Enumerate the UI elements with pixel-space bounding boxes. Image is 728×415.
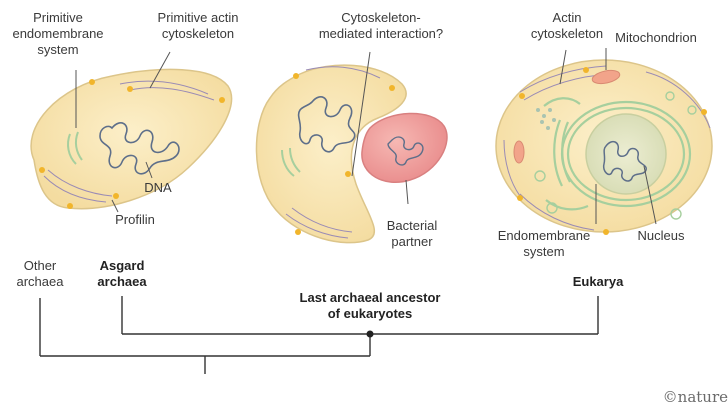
- label-mitochondrion: Mitochondrion: [615, 30, 697, 45]
- tree-label-asgard-archaea: Asgard archaea: [97, 258, 147, 289]
- label-nucleus: Nucleus: [637, 228, 685, 243]
- leader-profilin: [111, 199, 119, 213]
- mitochondrion-shape-2: [513, 140, 525, 164]
- asgard-actin-filaments: [43, 80, 215, 203]
- asgard-endomembrane: [67, 131, 83, 165]
- eukaryote-er-dots: [536, 108, 556, 130]
- leader-bacterial-partner: [405, 179, 409, 205]
- nucleus-shape: [585, 113, 667, 195]
- mitochondrion-shape: [591, 69, 621, 85]
- label-dna: DNA: [144, 180, 172, 195]
- laae-node: [366, 330, 374, 338]
- leader-dna: [145, 161, 153, 179]
- profilin-dots-ancestor: [293, 73, 395, 235]
- label-endomembrane-system: Endomembrane system: [497, 228, 591, 259]
- label-bacterial-partner: Bacterial partner: [386, 218, 438, 249]
- ancestor-cell-body: [255, 64, 407, 244]
- label-primitive-endomembrane: Primitive endomembrane system: [12, 10, 104, 57]
- partner-dna: [387, 136, 424, 166]
- profilin-dots-eukaryote: [517, 67, 707, 235]
- ancestor-endomembrane: [281, 147, 301, 177]
- eukaryote-vesicles: [534, 91, 697, 220]
- ancestor-cell: [255, 64, 448, 244]
- eukaryote-cell: [495, 59, 713, 235]
- tree-label-eukarya: Eukarya: [572, 274, 624, 289]
- label-profilin: Profilin: [115, 212, 155, 227]
- phylogeny-tree: [39, 296, 599, 374]
- eukaryote-dna: [602, 140, 647, 182]
- profilin-dots-asgard: [39, 79, 225, 209]
- leader-primitive-actin: [149, 51, 171, 89]
- asgard-dna: [99, 122, 180, 175]
- ancestor-dna: [297, 96, 356, 153]
- tree-label-other-archaea: Other archaea: [16, 258, 64, 289]
- nature-credit: ©nature: [662, 388, 728, 406]
- ancestor-actin-filaments: [285, 66, 381, 239]
- leader-cytoskeleton-interaction: [351, 51, 371, 177]
- asgard-cell: [30, 68, 233, 210]
- leader-actin-cytoskeleton: [559, 49, 567, 85]
- leader-nucleus: [643, 165, 657, 225]
- label-cytoskeleton-interaction: Cytoskeleton- mediated interaction?: [318, 10, 444, 41]
- label-primitive-actin: Primitive actin cytoskeleton: [157, 10, 239, 41]
- bacterial-partner-cell: [361, 112, 448, 183]
- leader-lines: [75, 48, 657, 225]
- tree-label-last-ancestor: Last archaeal ancestor of eukaryotes: [299, 290, 441, 321]
- eukaryote-endomembrane: [543, 97, 692, 211]
- label-actin-cytoskeleton: Actin cytoskeleton: [530, 10, 604, 41]
